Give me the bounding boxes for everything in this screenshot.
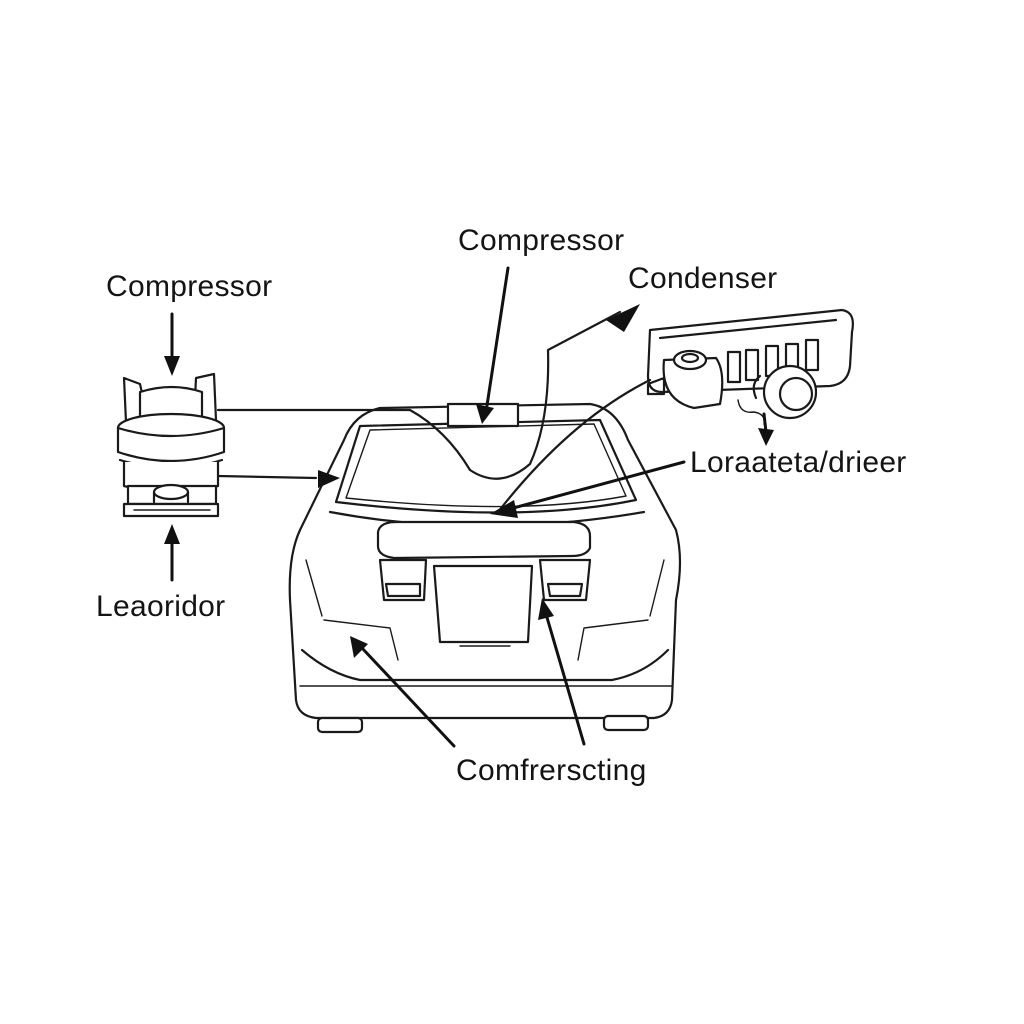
label-leadridor: Leaoridor	[96, 590, 226, 623]
arrow-receiver-drier	[504, 460, 686, 512]
label-receiver-drier: Loraateta/drieer	[690, 446, 907, 479]
pointer-arrows	[164, 266, 686, 748]
label-compressor-top: Compressor	[458, 224, 625, 257]
condenser-drawing	[646, 308, 854, 446]
label-bottom: Comfrerscting	[456, 754, 647, 787]
car-drawing	[288, 402, 682, 734]
compressor-drawing	[116, 372, 226, 518]
arrow-bottom-right	[544, 612, 586, 746]
label-condenser: Condenser	[628, 262, 778, 295]
arrow-compressor-top	[484, 266, 510, 414]
arrow-bottom-left	[360, 646, 456, 748]
refrigerant-lines	[216, 310, 652, 514]
label-compressor-left: Compressor	[106, 270, 273, 303]
